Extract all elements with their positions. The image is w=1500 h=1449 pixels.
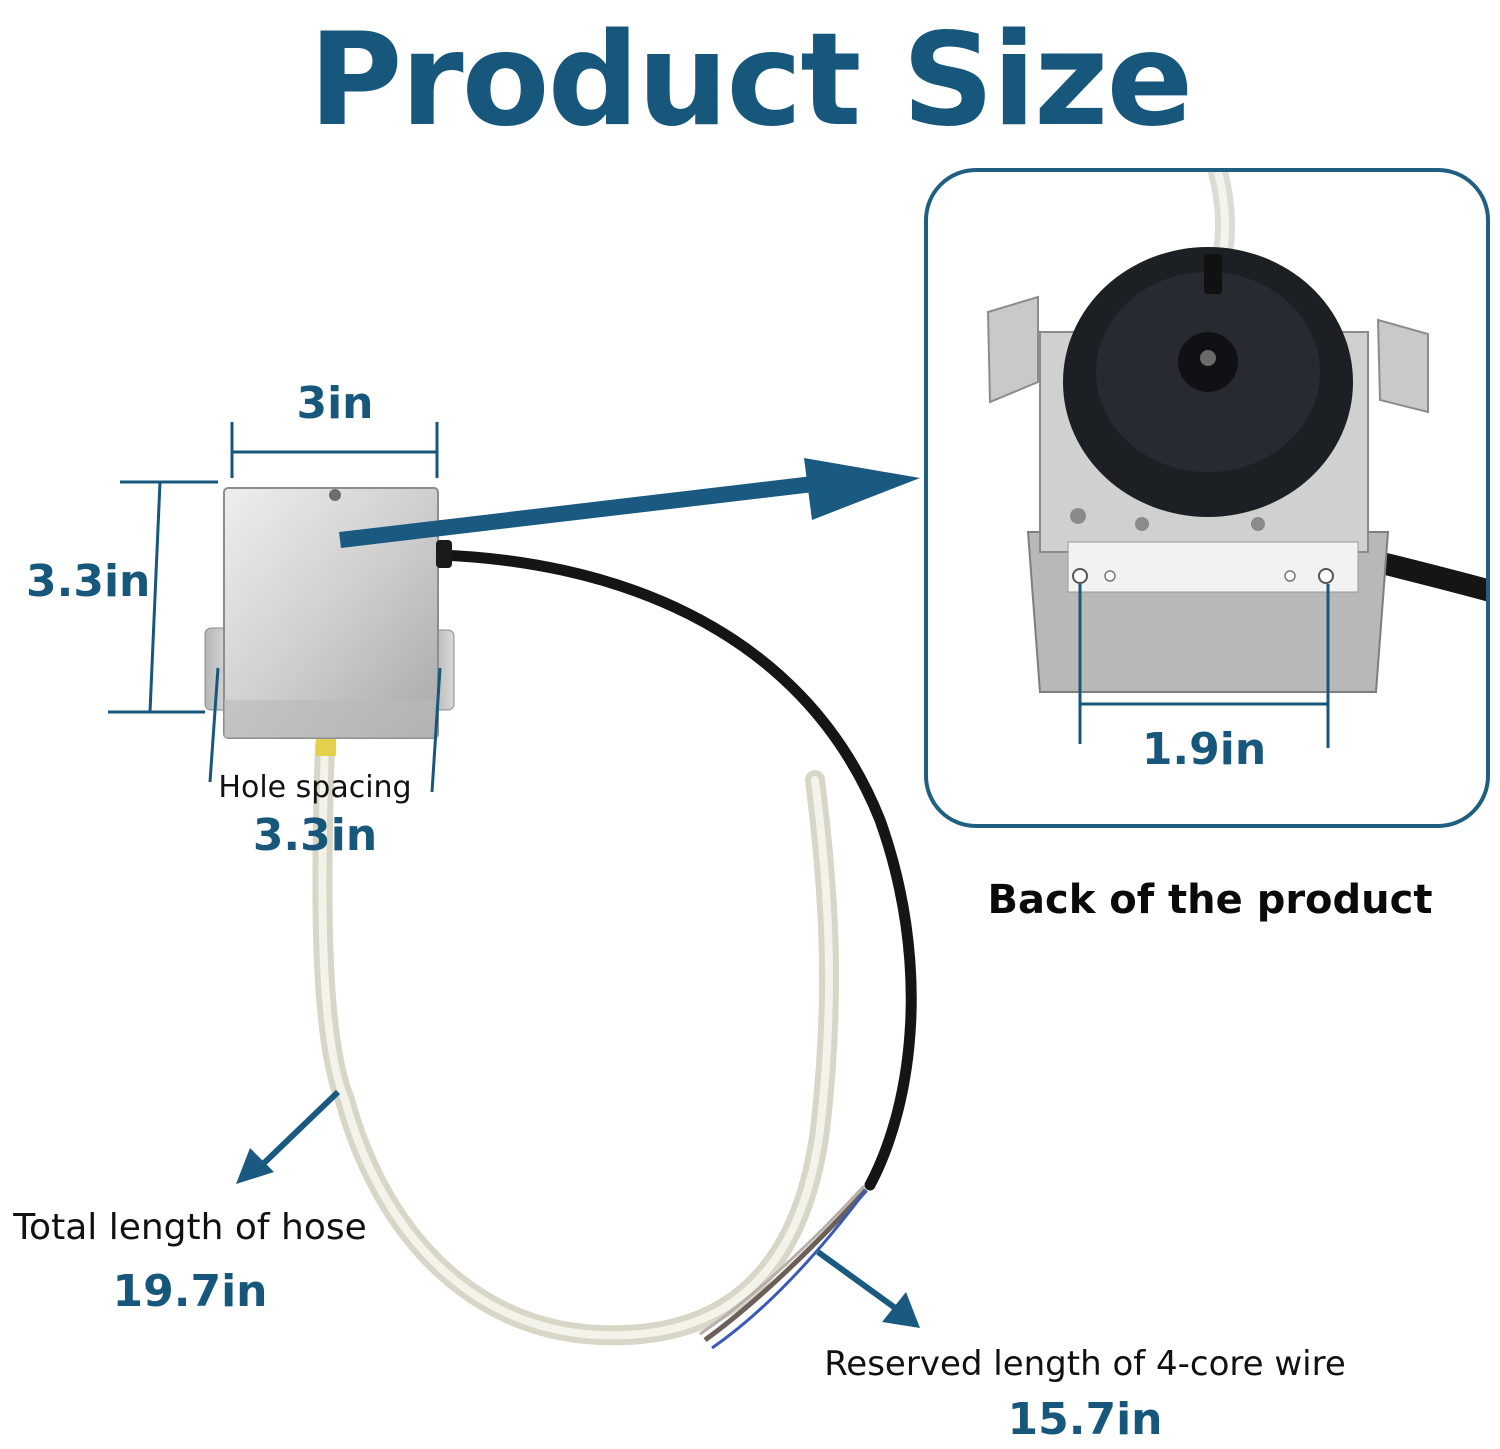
- hole-spacing-value: 3.3in: [252, 810, 378, 861]
- back-view-illustration: [986, 172, 1486, 748]
- wire-length-value: 15.7in: [1007, 1394, 1163, 1445]
- wire-length-label: Reserved length of 4-core wire: [824, 1344, 1346, 1384]
- wire-ends: [703, 1188, 868, 1343]
- width-value: 3in: [296, 378, 374, 429]
- page-title: Product Size: [308, 6, 1194, 155]
- hose-length-value: 19.7in: [112, 1266, 268, 1317]
- arrow-to-inset: [804, 458, 920, 520]
- black-cable: [431, 549, 917, 1191]
- back-hole-spacing-value: 1.9in: [1141, 724, 1267, 775]
- back-view-frame: 1.9in: [924, 168, 1490, 828]
- back-view-caption: Back of the product: [987, 877, 1433, 923]
- hose-length-label: Total length of hose: [13, 1207, 367, 1248]
- hole-spacing-label: Hole spacing: [218, 770, 412, 805]
- height-value: 3.3in: [26, 556, 151, 607]
